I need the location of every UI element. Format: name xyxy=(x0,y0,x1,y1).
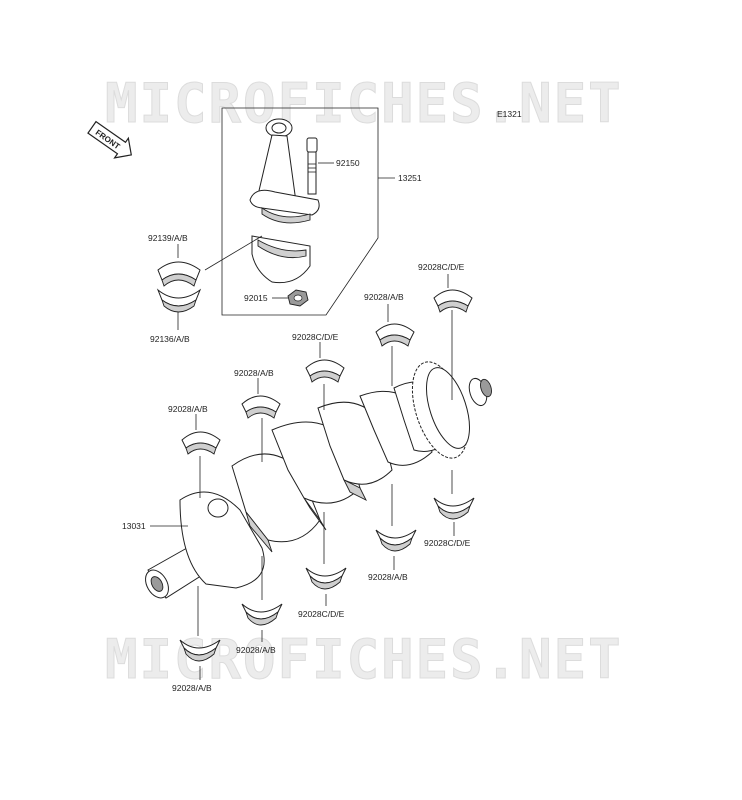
label-92136: 92136/A/B xyxy=(150,334,190,344)
crankshaft xyxy=(145,361,492,599)
label-b3: 92028C/D/E xyxy=(292,332,339,342)
connecting-rod xyxy=(249,118,320,224)
rod-bearing-lower xyxy=(156,288,202,313)
label-b2: 92028/A/B xyxy=(364,292,404,302)
label-92015: 92015 xyxy=(244,293,268,303)
label-13031: 13031 xyxy=(122,521,146,531)
watermark-top: MICROFICHES.NET xyxy=(105,72,623,135)
main-bearing-b7 xyxy=(375,529,417,552)
main-bearing-b3 xyxy=(305,359,345,383)
label-b4: 92028/A/B xyxy=(234,368,274,378)
label-b7: 92028/A/B xyxy=(368,572,408,582)
main-bearing-b9 xyxy=(241,603,283,626)
rod-cap xyxy=(251,235,311,284)
rod-bearing-upper xyxy=(157,261,201,287)
label-b10: 92028/A/B xyxy=(172,683,212,693)
main-bearing-b2 xyxy=(375,323,415,347)
main-bearing-b6 xyxy=(433,497,475,520)
main-bearing-b10 xyxy=(179,639,221,662)
label-b5: 92028/A/B xyxy=(168,404,208,414)
conrod-bolt xyxy=(306,137,318,195)
rod-nut xyxy=(287,289,309,307)
label-13251: 13251 xyxy=(398,173,422,183)
label-b9: 92028/A/B xyxy=(236,645,276,655)
label-b8: 92028C/D/E xyxy=(298,609,345,619)
diagram-code: E1321 xyxy=(497,109,522,119)
watermark-bottom: MICROFICHES.NET xyxy=(105,628,623,691)
main-bearing-b8 xyxy=(305,567,347,590)
label-92150: 92150 xyxy=(336,158,360,168)
label-b1: 92028C/D/E xyxy=(418,262,465,272)
main-bearing-b1 xyxy=(433,289,473,313)
label-b6: 92028C/D/E xyxy=(424,538,471,548)
label-92139: 92139/A/B xyxy=(148,233,188,243)
conrod-assembly-box xyxy=(221,107,379,316)
main-bearing-b4 xyxy=(241,395,281,419)
main-bearing-b5 xyxy=(181,431,221,455)
